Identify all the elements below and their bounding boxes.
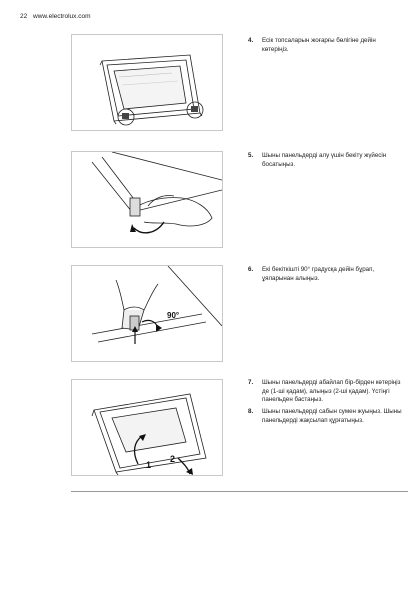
step-number: 6. <box>248 266 254 273</box>
lift-panels-drawing: 1 2 <box>91 393 207 475</box>
website-link[interactable]: www.electrolux.com <box>33 13 91 20</box>
step-8: 8. Шыны панельдерді сабын сумен жуыңыз. … <box>248 408 403 425</box>
angle-label: 90° <box>167 311 179 320</box>
step-7: 7. Шыны панельдерді абайлап бір-бірден к… <box>248 379 403 405</box>
step-text: Шыны панельдерді алу үшін бекіту жүйесін… <box>262 152 387 168</box>
illustration-door-hinges <box>71 34 223 131</box>
step-6: 6. Екі бекіткішті 90° градусқа дейін бұр… <box>248 266 403 283</box>
step-number: 5. <box>248 152 254 159</box>
step-4: 4. Есік топсаларын жоғарғы бөлігіне дейі… <box>248 37 403 54</box>
illustration-rotate-90: 90° <box>71 265 223 362</box>
rotate-arrow-icon <box>133 221 165 234</box>
hinge-left-icon <box>117 108 135 126</box>
step-text: Есік топсаларын жоғарғы бөлігіне дейін к… <box>262 37 376 53</box>
page-header: 22 www.electrolux.com <box>20 13 90 20</box>
step-text: Шыны панельдерді сабын сумен жуыңыз. Шын… <box>262 408 402 424</box>
illustration-release-lock <box>71 151 223 248</box>
door-hinges-drawing <box>99 54 204 126</box>
step-text: Екі бекіткішті 90° градусқа дейін бұрап,… <box>262 266 375 282</box>
release-lock-drawing <box>91 152 222 234</box>
step-number: 4. <box>248 37 254 44</box>
step-two-label: 2 <box>170 454 175 464</box>
hinge-right-icon <box>186 101 204 119</box>
lift-arrow-icon <box>133 435 143 465</box>
bottom-divider <box>71 491 408 492</box>
rotate-90-drawing: 90° <box>91 266 222 344</box>
illustration-lift-panels: 1 2 <box>71 379 223 476</box>
step-number: 7. <box>248 379 254 386</box>
page-number: 22 <box>20 13 28 20</box>
step-one-label: 1 <box>146 460 151 470</box>
step-text: Шыны панельдерді абайлап бір-бірден көте… <box>262 379 401 404</box>
step-5: 5. Шыны панельдерді алу үшін бекіту жүйе… <box>248 152 403 169</box>
step-number: 8. <box>248 408 254 415</box>
